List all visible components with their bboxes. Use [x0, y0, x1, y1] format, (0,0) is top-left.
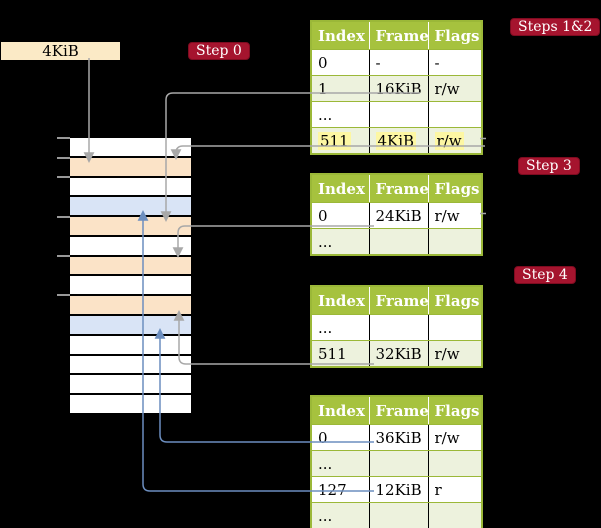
cell-flags: r/w	[427, 75, 482, 102]
memory-frame-row-white	[70, 373, 191, 394]
table-row: ...	[311, 228, 482, 256]
col-header-frame: Frame	[368, 21, 429, 50]
table-row: 0 - -	[311, 49, 482, 76]
table-header-row: Index Frame Flags	[311, 21, 482, 50]
col-header-frame: Frame	[368, 174, 429, 203]
cell-index: ...	[311, 502, 369, 528]
col-header-index: Index	[311, 396, 369, 425]
table-header-row: Index Frame Flags	[311, 396, 482, 425]
memory-frame-row-white	[70, 353, 191, 374]
memory-frame-row-white	[70, 333, 191, 354]
memory-tick	[57, 176, 70, 178]
cell-flags: r/w	[427, 202, 482, 229]
col-header-frame: Frame	[368, 286, 429, 315]
cell-frame	[368, 101, 428, 128]
memory-tick	[57, 216, 70, 218]
memory-tick	[57, 157, 70, 159]
page-table-step-4-upper: Index Frame Flags ... 511 32KiB r/w	[310, 285, 483, 368]
memory-frame-row-blue	[70, 314, 191, 334]
table-header-row: Index Frame Flags	[311, 174, 482, 203]
cell-index: 1	[311, 75, 369, 102]
frame-size-label: 4KiB	[42, 42, 79, 60]
cell-index: 0	[311, 202, 369, 229]
cell-index: ...	[311, 228, 369, 256]
cell-index: ...	[311, 450, 369, 477]
cell-index: 511	[311, 340, 369, 368]
table-row: 0 24KiB r/w	[311, 202, 482, 229]
cell-flags: r	[427, 476, 482, 503]
memory-frame-row-orange	[70, 215, 191, 235]
step-4-label: Step 4	[514, 266, 576, 284]
memory-frame-row-white	[70, 175, 191, 196]
highlighted-value: 511	[318, 131, 351, 150]
cell-frame: -	[368, 49, 428, 76]
cell-flags	[427, 502, 482, 528]
highlighted-value: 4KiB	[375, 131, 417, 150]
cell-frame	[368, 502, 428, 528]
memory-frame-row-orange	[70, 254, 191, 275]
cell-flags	[427, 450, 482, 477]
cell-frame: 36KiB	[368, 424, 428, 451]
cell-frame	[368, 314, 428, 341]
table-row: 0 36KiB r/w	[311, 424, 482, 451]
cell-index: 127	[311, 476, 369, 503]
cell-flags: r/w	[427, 424, 482, 451]
col-header-index: Index	[311, 286, 369, 315]
cell-frame	[368, 228, 428, 256]
page-table-step-4-lower: Index Frame Flags 0 36KiB r/w ... 127 12…	[310, 395, 483, 528]
table-row-highlighted: 511 4KiB r/w	[311, 127, 482, 155]
step-0-label: Step 0	[188, 42, 250, 60]
table-row: 127 12KiB r	[311, 476, 482, 503]
table-row: ...	[311, 450, 482, 477]
memory-frame-row-orange	[70, 155, 191, 176]
memory-tick	[57, 255, 70, 257]
cell-flags: r/w	[427, 340, 482, 368]
steps-1-2-label: Steps 1&2	[510, 18, 601, 36]
table-header-row: Index Frame Flags	[311, 286, 482, 315]
cell-index: 0	[311, 424, 369, 451]
memory-frame-row-orange	[70, 294, 191, 315]
cell-frame: 24KiB	[368, 202, 428, 229]
frame-size-box: 4KiB	[1, 42, 120, 60]
memory-tick	[57, 294, 70, 296]
memory-frame-row-white	[70, 393, 191, 413]
cell-flags	[427, 314, 482, 341]
table-row: ...	[311, 502, 482, 528]
cell-flags: r/w	[427, 127, 482, 155]
memory-frame-row-white	[70, 138, 191, 156]
memory-frame-row-white	[70, 234, 191, 255]
cell-index: 0	[311, 49, 369, 76]
col-header-flags: Flags	[427, 174, 482, 203]
cell-index: 511	[311, 127, 369, 155]
memory-frame-row-white	[70, 274, 191, 295]
step-3-label: Step 3	[518, 157, 580, 175]
cell-frame: 12KiB	[368, 476, 428, 503]
cell-frame: 4KiB	[368, 127, 428, 155]
cell-index: ...	[311, 101, 369, 128]
col-header-flags: Flags	[427, 21, 482, 50]
col-header-index: Index	[311, 174, 369, 203]
cell-flags	[427, 101, 482, 128]
page-table-steps-1-2: Index Frame Flags 0 - - 1 16KiB r/w ... …	[310, 20, 483, 155]
memory-frame-row-blue	[70, 195, 191, 216]
page-table-step-3: Index Frame Flags 0 24KiB r/w ...	[310, 173, 483, 256]
col-header-frame: Frame	[368, 396, 429, 425]
table-row: 511 32KiB r/w	[311, 340, 482, 368]
cell-flags: -	[427, 49, 482, 76]
table-row: ...	[311, 314, 482, 341]
cell-frame: 16KiB	[368, 75, 428, 102]
cell-flags	[427, 228, 482, 256]
table-row: ...	[311, 101, 482, 128]
cell-frame	[368, 450, 428, 477]
physical-memory-column	[70, 138, 191, 413]
cell-frame: 32KiB	[368, 340, 428, 368]
memory-tick	[57, 137, 70, 139]
col-header-flags: Flags	[427, 396, 482, 425]
table-row: 1 16KiB r/w	[311, 75, 482, 102]
cell-index: ...	[311, 314, 369, 341]
col-header-index: Index	[311, 21, 369, 50]
highlighted-value: r/w	[434, 131, 464, 150]
col-header-flags: Flags	[427, 286, 482, 315]
